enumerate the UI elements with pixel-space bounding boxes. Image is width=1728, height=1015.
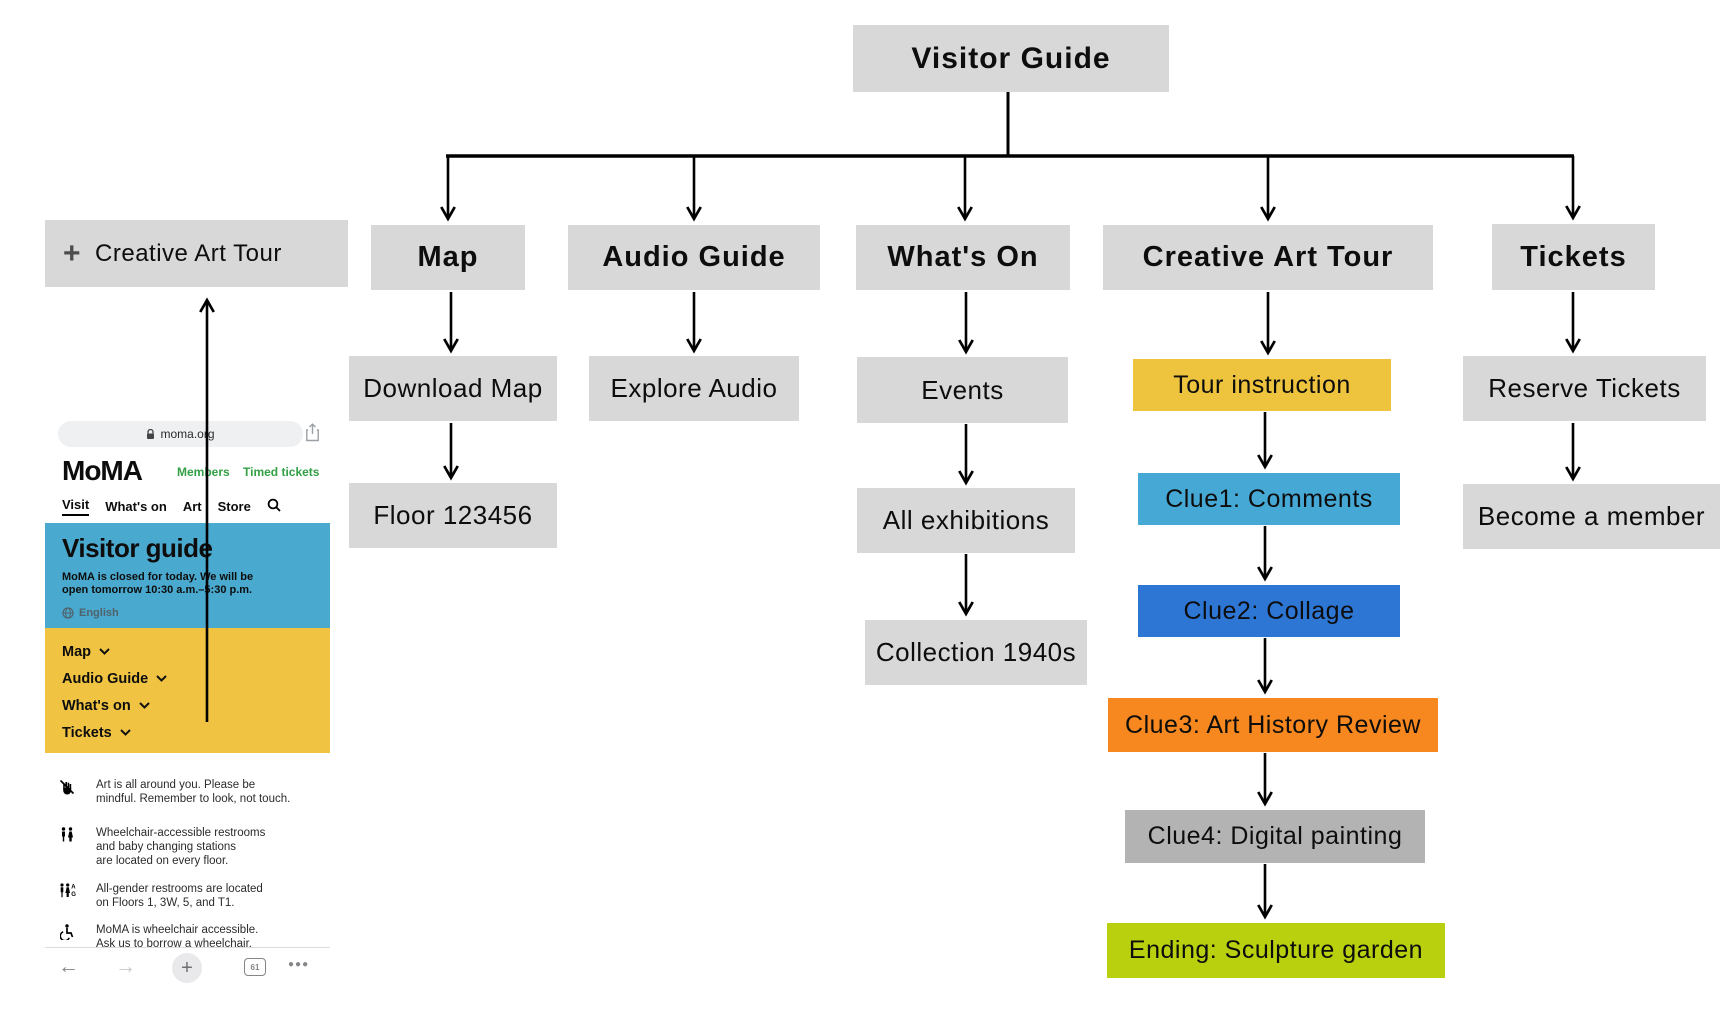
node-download-map: Download Map xyxy=(349,356,557,421)
hero-message: MoMA is closed for today. We will be ope… xyxy=(62,571,254,596)
plus-icon: + xyxy=(63,236,82,270)
menu-item-tickets[interactable]: Tickets xyxy=(62,719,330,746)
search-icon[interactable] xyxy=(267,498,281,515)
node-floor-123456: Floor 123456 xyxy=(349,483,557,548)
phone-screenshot: moma.org MoMA Members Timed tickets Visi… xyxy=(45,405,330,990)
moma-logo[interactable]: MoMA xyxy=(62,455,143,486)
node-map-header: Map xyxy=(371,225,525,290)
hero-section: Visitor guide MoMA is closed for today. … xyxy=(45,523,330,628)
info-text: Art is all around you. Please be mindful… xyxy=(96,779,291,805)
node-ending-sculpture-garden: Ending: Sculpture garden xyxy=(1107,923,1445,978)
node-become-a-member: Become a member xyxy=(1463,484,1720,549)
chevron-down-icon xyxy=(99,648,110,655)
nav-art[interactable]: Art xyxy=(182,499,202,514)
menu-item-whats-on[interactable]: What's on xyxy=(62,692,330,719)
tabs-count: 61 xyxy=(250,962,260,972)
hero-title: Visitor guide xyxy=(62,533,213,563)
no-touch-hand-icon xyxy=(58,779,76,795)
info-item: Art is all around you. Please be mindful… xyxy=(58,778,323,806)
menu-label: Audio Guide xyxy=(62,670,149,687)
url-text: moma.org xyxy=(160,427,215,441)
forward-button[interactable]: → xyxy=(115,955,136,978)
wheelchair-icon xyxy=(58,924,76,940)
menu-label: Tickets xyxy=(62,724,112,741)
node-clue2-collage: Clue2: Collage xyxy=(1138,585,1400,637)
node-whats-on-header: What's On xyxy=(856,225,1070,290)
annotation-label: Creative Art Tour xyxy=(95,239,282,267)
site-nav: Visit What's on Art Store xyxy=(62,497,281,516)
node-explore-audio: Explore Audio xyxy=(589,356,799,421)
timed-tickets-link[interactable]: Timed tickets xyxy=(243,465,320,479)
nav-whats-on[interactable]: What's on xyxy=(105,499,167,514)
svg-text:A: A xyxy=(71,885,76,891)
node-creative-art-tour-header: Creative Art Tour xyxy=(1103,225,1433,290)
share-icon[interactable] xyxy=(305,423,320,447)
node-tour-instruction: Tour instruction xyxy=(1133,359,1391,411)
svg-text:G: G xyxy=(71,892,76,898)
node-clue1-comments: Clue1: Comments xyxy=(1138,473,1400,525)
globe-icon xyxy=(62,607,74,619)
node-all-exhibitions: All exhibitions xyxy=(857,488,1075,553)
node-clue3-art-history-review: Clue3: Art History Review xyxy=(1108,698,1438,752)
toolbar-divider xyxy=(45,947,330,948)
address-bar[interactable]: moma.org xyxy=(58,421,303,447)
chevron-down-icon xyxy=(120,729,131,736)
node-clue4-digital-painting: Clue4: Digital painting xyxy=(1125,810,1425,863)
menu-label: Map xyxy=(62,643,91,660)
annotation-creative-art-tour: + Creative Art Tour xyxy=(45,220,348,287)
info-text: All-gender restrooms are located on Floo… xyxy=(96,883,263,909)
menu-item-map[interactable]: Map xyxy=(62,638,330,665)
menu-label: What's on xyxy=(62,697,131,714)
language-label: English xyxy=(79,607,119,619)
node-visitor-guide-root: Visitor Guide xyxy=(853,25,1169,92)
members-link[interactable]: Members xyxy=(177,465,230,479)
node-events: Events xyxy=(857,357,1068,423)
chevron-down-icon xyxy=(138,702,150,709)
nav-visit[interactable]: Visit xyxy=(62,497,90,516)
back-button[interactable]: ← xyxy=(58,955,79,978)
menu-section: Map Audio Guide What's on Tickets xyxy=(45,628,330,753)
more-button[interactable]: ●●● xyxy=(288,959,310,970)
nav-store[interactable]: Store xyxy=(217,499,251,514)
node-tickets-header: Tickets xyxy=(1492,224,1655,290)
new-tab-button[interactable]: + xyxy=(172,953,202,983)
lock-icon xyxy=(147,428,155,439)
restrooms-icon xyxy=(58,827,76,843)
browser-toolbar: ← → + 61 ●●● xyxy=(45,953,330,987)
node-audio-guide-header: Audio Guide xyxy=(568,225,820,290)
node-reserve-tickets: Reserve Tickets xyxy=(1463,356,1706,421)
tabs-button[interactable]: 61 xyxy=(244,958,266,976)
chevron-down-icon xyxy=(156,675,167,682)
language-selector[interactable]: English xyxy=(62,607,330,619)
info-text: Wheelchair-accessible restrooms and baby… xyxy=(96,827,266,867)
menu-item-audio-guide[interactable]: Audio Guide xyxy=(62,665,330,692)
node-collection-1940s: Collection 1940s xyxy=(865,620,1087,685)
info-item: Wheelchair-accessible restrooms and baby… xyxy=(58,826,323,868)
